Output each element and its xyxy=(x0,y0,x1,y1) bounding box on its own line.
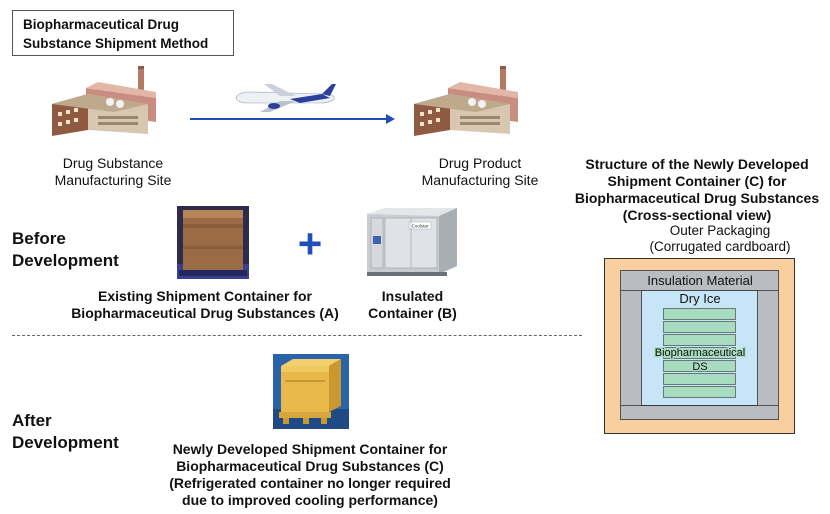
section-divider xyxy=(12,335,582,336)
after-heading: After Development xyxy=(12,411,119,452)
structure-title: Structure of the Newly Developed Shipmen… xyxy=(574,156,820,223)
destination-site-label: Drug Product Manufacturing Site xyxy=(421,155,539,188)
route-arrow xyxy=(190,114,395,124)
factory-icon xyxy=(414,66,518,136)
container-b-label: Insulated Container (B) xyxy=(368,288,457,321)
before-heading: Before Development xyxy=(12,229,119,270)
insulation-label: Insulation Material xyxy=(647,273,753,288)
ds-label-line2: DS xyxy=(692,361,707,373)
biopharmaceutical-ds-stack xyxy=(663,308,736,398)
origin-site-label: Drug Substance Manufacturing Site xyxy=(54,155,172,188)
container-c-label: Newly Developed Shipment Container for B… xyxy=(169,441,451,508)
container-a-label: Existing Shipment Container for Biopharm… xyxy=(71,288,339,321)
cross-section-diagram: Insulation Material Dry Ice Biopharmaceu… xyxy=(604,258,795,434)
airplane-icon xyxy=(235,84,336,112)
factory-icon xyxy=(52,66,156,136)
outer-packaging-label: Outer Packaging (Corrugated cardboard) xyxy=(649,223,791,254)
plus-sign: + xyxy=(297,220,323,267)
dry-ice-label: Dry Ice xyxy=(679,291,720,306)
container-a-photo xyxy=(177,206,249,279)
container-c-photo xyxy=(273,354,349,429)
page-title: Biopharmaceutical Drug Substance Shipmen… xyxy=(12,10,234,56)
ds-label-line1: Biopharmaceutical xyxy=(655,347,746,359)
coolstar-brand: Coolstar xyxy=(412,224,429,229)
container-b-photo: Coolstar xyxy=(367,208,457,276)
